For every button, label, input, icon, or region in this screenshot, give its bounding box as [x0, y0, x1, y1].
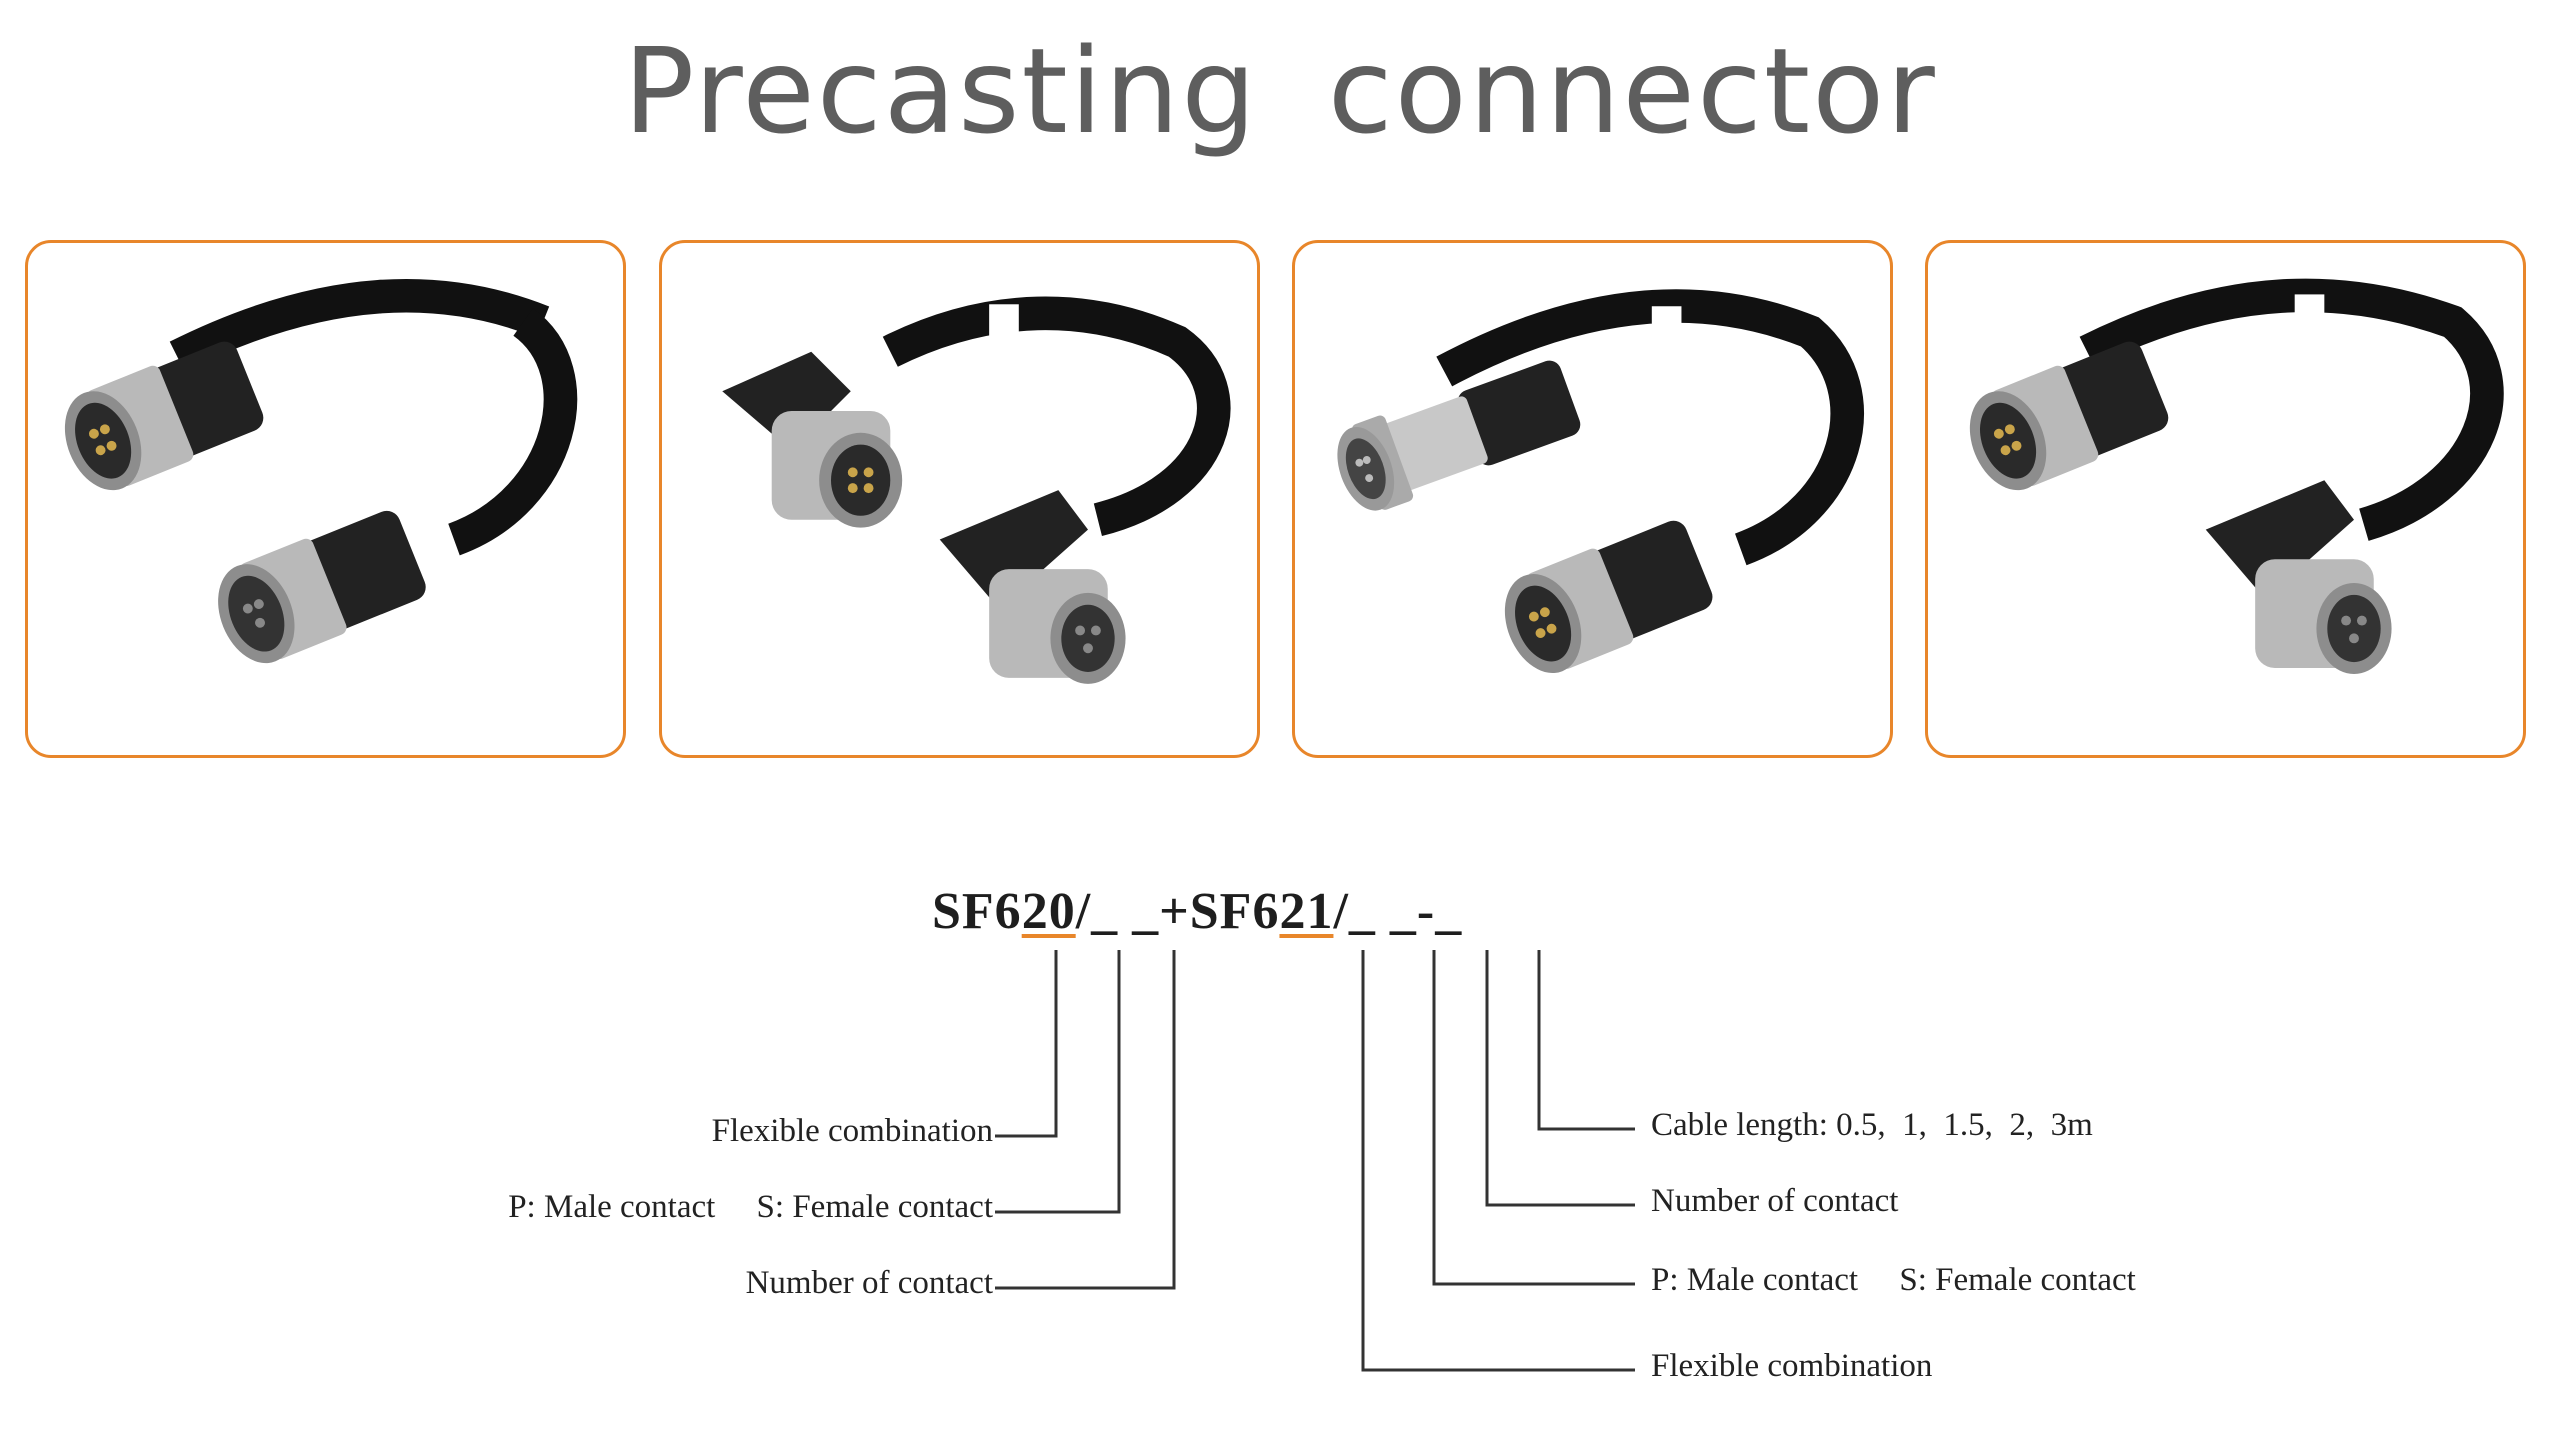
part-number-code: SF620/_ _+SF621/_ _-_ — [932, 882, 1462, 941]
label-left-number-of-contact: Number of contact — [745, 1265, 993, 1301]
connector-illustration-2 — [722, 296, 1231, 684]
label-left-flexible-combination: Flexible combination — [711, 1113, 993, 1149]
connector-illustration-4 — [1969, 278, 2504, 674]
code-mid: /_ _+SF6 — [1075, 883, 1280, 940]
product-card-2[interactable] — [659, 240, 1260, 758]
product-card-1[interactable] — [25, 240, 626, 758]
product-card-3[interactable] — [1292, 240, 1893, 758]
connector-illustration-3 — [1337, 289, 1864, 674]
code-part2-highlight: 21 — [1279, 883, 1334, 940]
label-left-contact-type: P: Male contact S: Female contact — [508, 1189, 993, 1225]
code-part1-highlight: 20 — [1021, 883, 1076, 940]
connector-illustration-1 — [64, 279, 578, 664]
label-right-flexible-combination: Flexible combination — [1651, 1348, 1933, 1384]
code-tail: /_ _-_ — [1333, 883, 1463, 940]
product-card-4[interactable] — [1925, 240, 2526, 758]
page-title: Precasting connector — [623, 22, 1937, 160]
label-right-contact-type: P: Male contact S: Female contact — [1651, 1262, 2136, 1298]
label-right-cable-length: Cable length: 0.5, 1, 1.5, 2, 3m — [1651, 1107, 2093, 1143]
code-prefix: SF6 — [932, 883, 1022, 940]
label-right-number-of-contact: Number of contact — [1651, 1183, 1899, 1219]
